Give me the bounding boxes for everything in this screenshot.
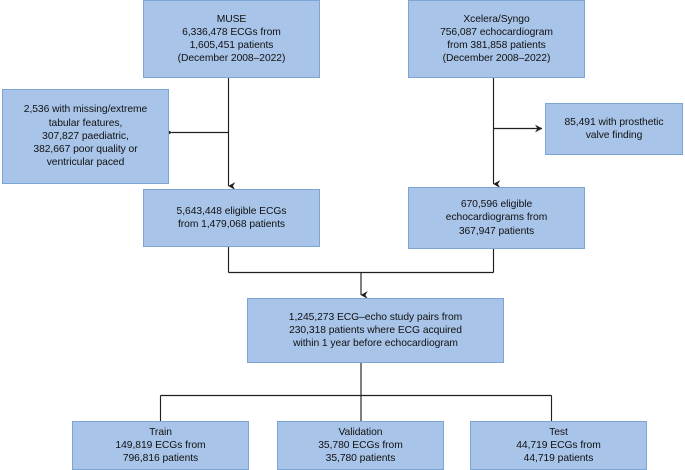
- node-split-test-label: Test 44,719 ECGs from 44,719 patients: [516, 426, 601, 465]
- node-eligible-echocardiograms: 670,596 eligible echocardiograms from 36…: [408, 187, 585, 249]
- node-ecg-echo-study-pairs: 1,245,273 ECG–echo study pairs from 230,…: [247, 298, 504, 363]
- node-muse-source: MUSE 6,336,478 ECGs from 1,605,451 patie…: [143, 0, 320, 78]
- node-muse-label: MUSE 6,336,478 ECGs from 1,605,451 patie…: [177, 13, 286, 65]
- node-eligible-echocardiograms-label: 670,596 eligible echocardiograms from 36…: [445, 199, 548, 237]
- node-eligible-ecgs-label: 5,643,448 eligible ECGs from 1,479,068 p…: [176, 205, 287, 230]
- node-split-validation-label: Validation 35,780 ECGs from 35,780 patie…: [318, 426, 403, 465]
- node-excluded-echo-label: 85,491 with prosthetic valve finding: [564, 116, 664, 141]
- node-split-train: Train 149,819 ECGs from 796,816 patients: [72, 421, 249, 470]
- node-xcelera-label: Xcelera/Syngo 756,087 echocardiogram fro…: [440, 13, 553, 65]
- node-ecg-echo-study-pairs-label: 1,245,273 ECG–echo study pairs from 230,…: [288, 311, 463, 350]
- node-split-test: Test 44,719 ECGs from 44,719 patients: [470, 421, 647, 470]
- node-excluded-ecg: 2,536 with missing/extreme tabular featu…: [2, 89, 169, 184]
- node-split-validation: Validation 35,780 ECGs from 35,780 patie…: [277, 421, 444, 470]
- node-split-train-label: Train 149,819 ECGs from 796,816 patients: [115, 426, 206, 465]
- node-excluded-echo: 85,491 with prosthetic valve finding: [545, 103, 683, 155]
- node-eligible-ecgs: 5,643,448 eligible ECGs from 1,479,068 p…: [143, 189, 320, 247]
- node-excluded-ecg-label: 2,536 with missing/extreme tabular featu…: [23, 104, 148, 169]
- node-xcelera-syngo-source: Xcelera/Syngo 756,087 echocardiogram fro…: [408, 0, 585, 78]
